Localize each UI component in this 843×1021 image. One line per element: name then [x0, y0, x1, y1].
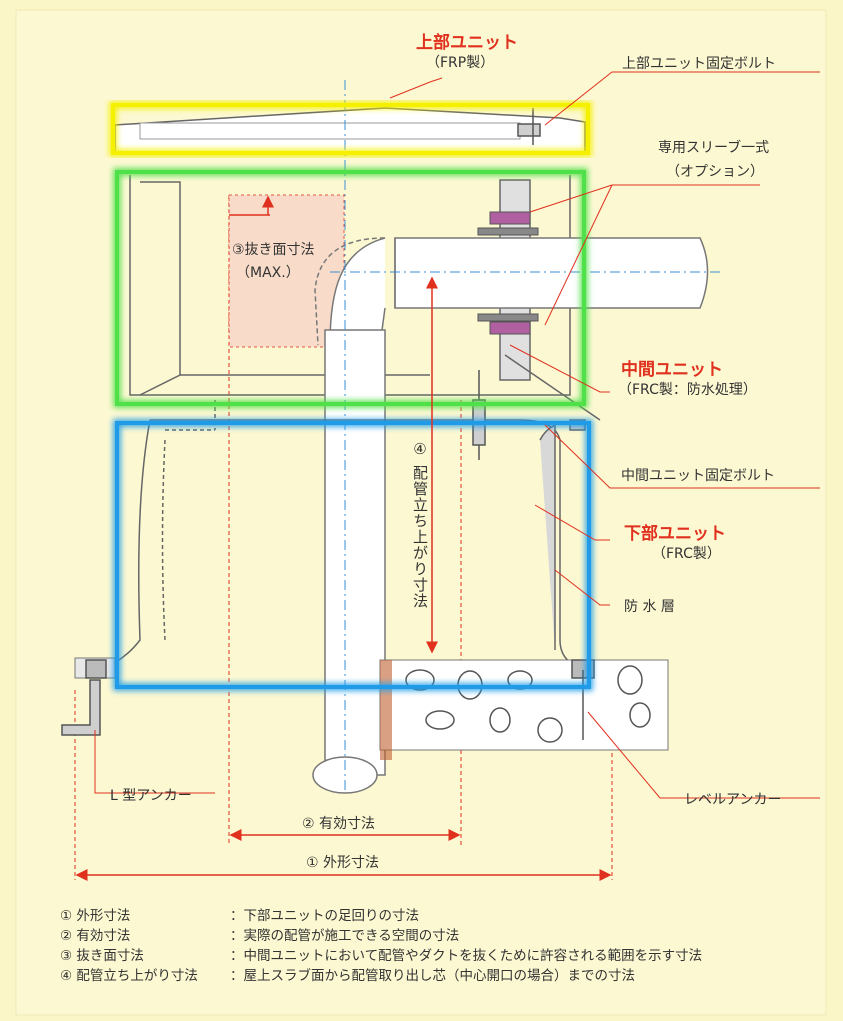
leader-lines: [94, 71, 820, 799]
legend-key: ④ 配管立ち上がり寸法: [60, 968, 198, 984]
upper-bolt-label: 上部ユニット固定ボルト: [622, 56, 776, 72]
upper-unit-label: 上部ユニット: [416, 33, 518, 53]
lower-unit-material: （FRC製）: [652, 546, 721, 562]
sleeve-shape: [477, 211, 539, 335]
dim3-area: [228, 194, 345, 348]
legend-desc: ：屋上スラブ面から配管取り出し芯（中心開口の場合）までの寸法: [230, 968, 635, 984]
lower-unit-label: 下部ユニット: [624, 524, 726, 544]
middle-bolt-label: 中間ユニット固定ボルト: [621, 468, 775, 484]
centerlines: [330, 80, 720, 790]
middle-unit-label: 中間ユニット: [621, 360, 723, 380]
upper-bolt-shape: [517, 108, 541, 145]
upper-unit-shape: [114, 107, 586, 153]
legend-key: ③ 抜き面寸法: [60, 948, 144, 964]
dim4-label: ④ 配管立ち上がり寸法: [411, 440, 429, 609]
upper-unit-material: （FRP製）: [426, 55, 495, 71]
level-anchor-label: レベルアンカー: [684, 792, 782, 808]
sleeve-label: 専用スリーブ一式: [658, 140, 770, 156]
legend-desc: ：実際の配管が施工できる空間の寸法: [230, 928, 460, 944]
unit-highlights: [109, 101, 593, 691]
l-anchor-label: L 型アンカー: [110, 788, 192, 804]
dim2-label: ② 有効寸法: [302, 816, 376, 832]
dim3-label: ③抜き面寸法: [232, 242, 315, 258]
legend-desc: ：中間ユニットにおいて配管やダクトを抜くために許容される範囲を示す寸法: [230, 948, 703, 964]
waterproof-label: 防 水 層: [624, 599, 675, 615]
dim1-label: ① 外形寸法: [306, 855, 380, 871]
legend-desc: ：下部ユニットの足回りの寸法: [230, 908, 419, 924]
legend-key: ② 有効寸法: [60, 928, 131, 944]
sleeve-option-label: （オプション）: [666, 164, 764, 180]
middle-unit-material: （FRC製：防水処理）: [618, 382, 757, 398]
dim3-max-label: （MAX.）: [236, 265, 300, 281]
legend-key: ① 外形寸法: [60, 908, 131, 924]
